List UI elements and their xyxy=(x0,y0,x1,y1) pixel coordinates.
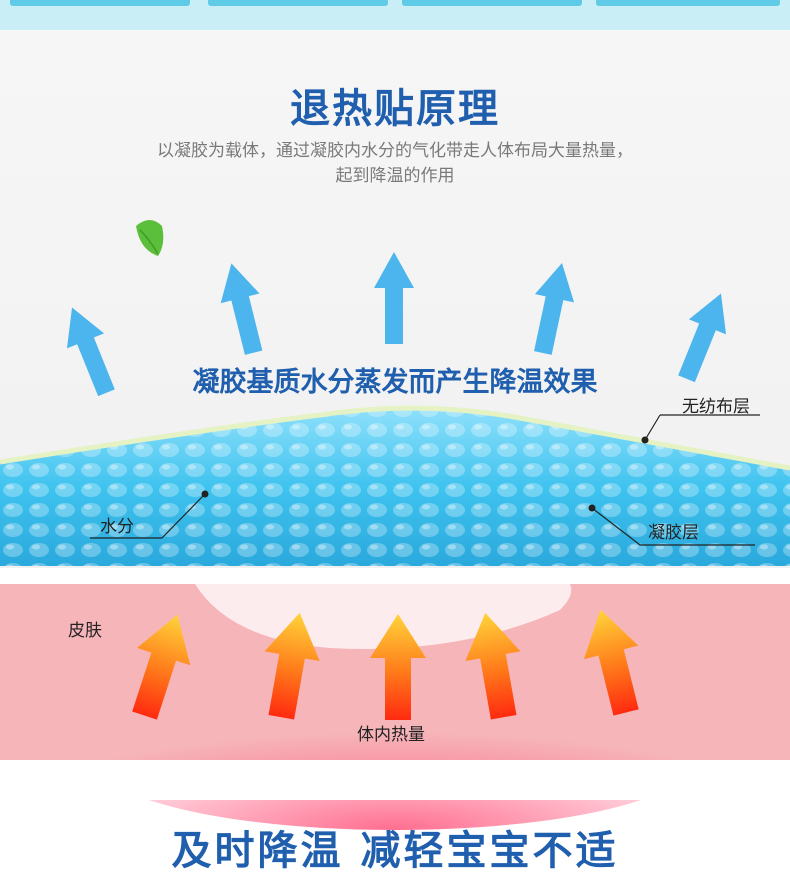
subtitle-line-1: 以凝胶为载体，通过凝胶内水分的气化带走人体布局大量热量， xyxy=(157,141,633,161)
tab-segment xyxy=(596,0,780,6)
heat-arrow-icon xyxy=(132,614,191,720)
up-arrow-icon xyxy=(220,263,263,355)
film-layer xyxy=(0,568,790,584)
callout-lines xyxy=(90,414,760,546)
tab-segment xyxy=(10,0,190,6)
page-title: 退热贴原理 xyxy=(290,86,500,132)
tab-segment xyxy=(208,0,388,6)
heat-arrow-icon xyxy=(465,612,521,720)
tab-segment xyxy=(402,0,582,6)
heat-arrow-icon xyxy=(264,612,320,720)
label-heat: 体内热量 xyxy=(357,725,425,745)
leaf-icon xyxy=(136,220,164,256)
up-arrow-icon xyxy=(374,252,414,344)
effect-caption: 凝胶基质水分蒸发而产生降温效果 xyxy=(192,367,598,398)
bottom-slogan: 及时降温 减轻宝宝不适 xyxy=(171,828,619,874)
top-tab-strip xyxy=(0,0,790,30)
up-arrow-icon xyxy=(534,263,575,355)
up-arrow-icon xyxy=(678,293,727,383)
subtitle-line-2: 起到降温的作用 xyxy=(335,166,455,186)
heat-arrow-icon xyxy=(583,609,639,716)
up-arrows xyxy=(66,252,727,397)
heat-arrow-icon xyxy=(370,614,426,720)
label-nonwoven: 无纺布层 xyxy=(682,397,750,417)
label-water: 水分 xyxy=(100,517,134,537)
heat-arrows xyxy=(132,609,639,720)
nonwoven-layer xyxy=(0,405,790,471)
label-gel: 凝胶层 xyxy=(648,523,699,543)
bottom-spacer xyxy=(0,760,790,800)
up-arrow-icon xyxy=(66,307,115,397)
gel-bubbles xyxy=(0,408,790,566)
label-skin: 皮肤 xyxy=(68,621,102,641)
